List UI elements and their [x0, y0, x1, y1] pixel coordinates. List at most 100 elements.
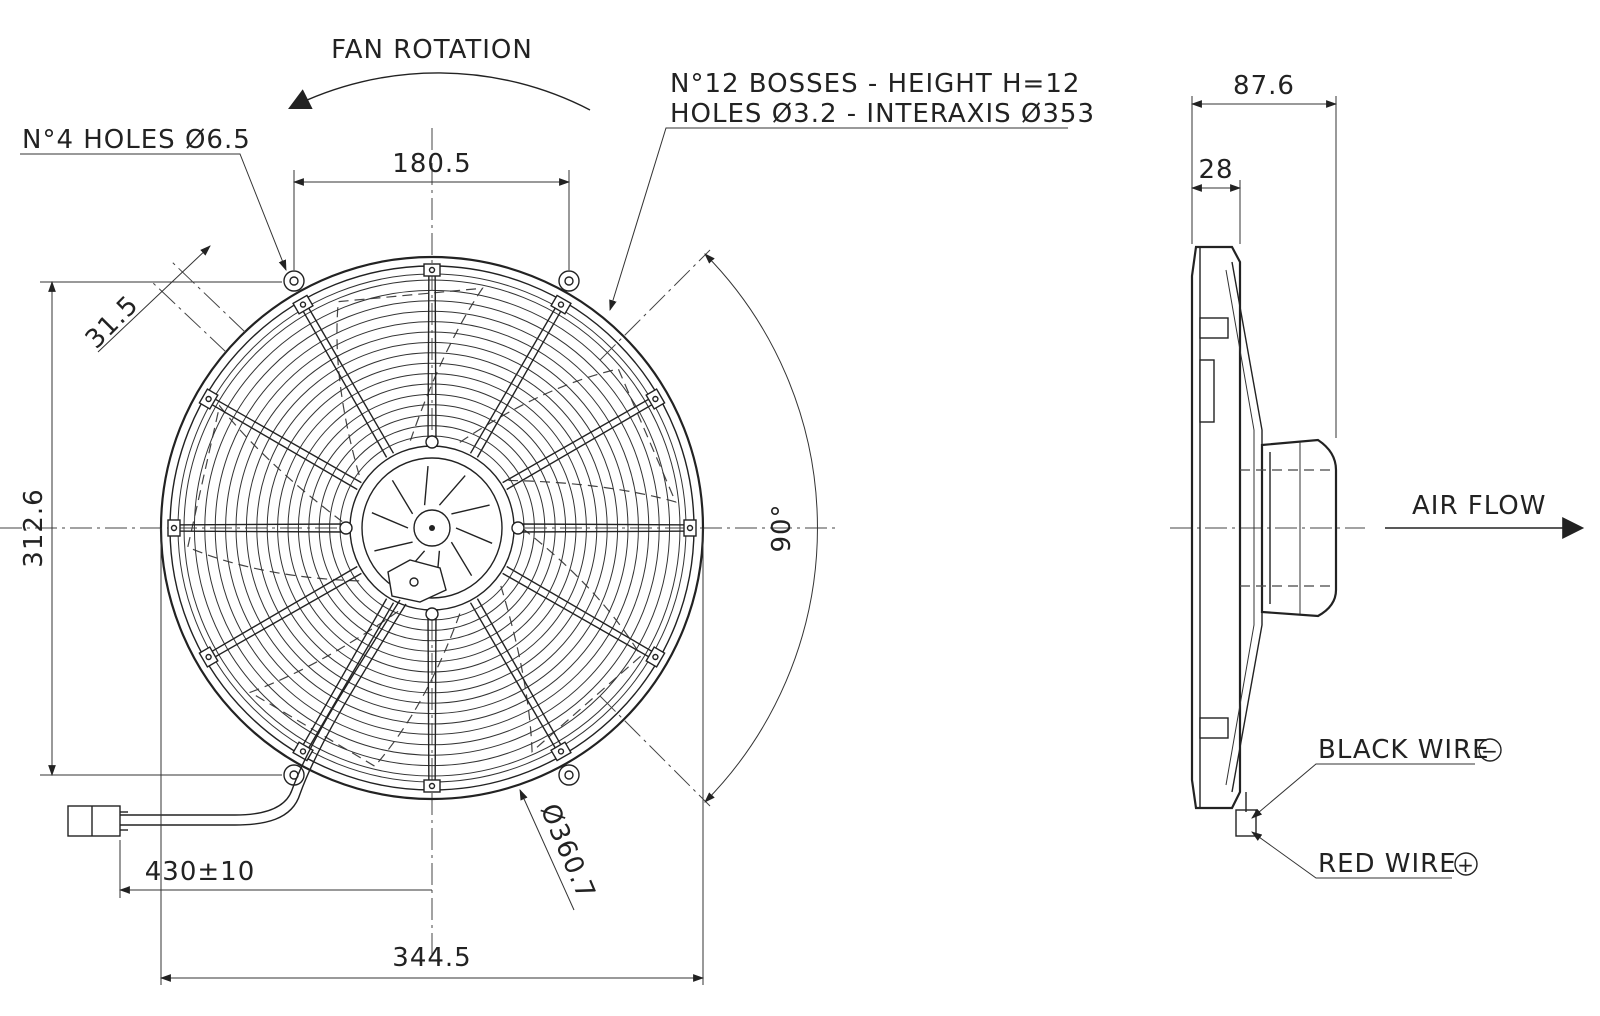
- guard-spoke: [476, 598, 567, 754]
- holes-note: N°4 HOLES Ø6.5: [22, 125, 251, 155]
- guard-spoke: [434, 265, 437, 445]
- boss-hole: [557, 748, 565, 755]
- mounting-hole-top-right: [558, 270, 580, 292]
- dim-boss-offset: 31.5: [80, 290, 145, 355]
- boss-hole: [205, 395, 212, 403]
- mounting-boss: [683, 519, 697, 537]
- boss-hole: [205, 653, 212, 661]
- red-wire-label: RED WIRE: [1318, 849, 1457, 879]
- bosses-note-line2: HOLES Ø3.2 - INTERAXIS Ø353: [670, 99, 1095, 129]
- connector-housing: [387, 559, 447, 603]
- boss-hole: [428, 782, 436, 790]
- guard-spoke: [502, 393, 658, 484]
- guard-spoke: [502, 572, 658, 663]
- dim-depth: 87.6: [1233, 71, 1295, 101]
- guard-ring: [329, 425, 535, 631]
- offset-centerline: [171, 261, 246, 333]
- guard-spoke: [476, 302, 567, 458]
- guard-spoke: [206, 393, 362, 484]
- guard-spoke: [169, 530, 349, 533]
- cable-connector: [67, 805, 121, 837]
- fan-blade: [187, 404, 360, 582]
- connector-pin: [409, 577, 419, 587]
- bosses-note-line1: N°12 BOSSES - HEIGHT H=12: [670, 69, 1080, 99]
- guard-spoke: [469, 299, 561, 454]
- guard-spoke: [427, 611, 430, 791]
- guard-spoke: [506, 565, 661, 657]
- dim-width: 344.5: [392, 943, 471, 973]
- boss-hole: [652, 395, 659, 403]
- guard-spoke: [515, 523, 695, 526]
- side-boss-top: [1199, 317, 1229, 339]
- mounting-boss: [198, 388, 219, 410]
- motor-fin: [371, 512, 409, 529]
- cable-wire: [120, 599, 401, 816]
- fan-blade: [500, 527, 642, 753]
- guard-ring: [287, 383, 577, 673]
- boss-hole: [428, 266, 436, 274]
- mounting-bosses: [167, 263, 697, 793]
- mounting-hole-bore: [564, 276, 574, 286]
- boss-hole: [299, 748, 307, 755]
- dim-boss-offset-group: 31.5: [80, 245, 246, 355]
- power-cable: [67, 599, 407, 837]
- dim-angle: 90°: [767, 503, 797, 552]
- angle-centerline: [599, 249, 711, 361]
- fan-blade: [336, 287, 484, 476]
- angle-centerline: [599, 695, 711, 807]
- motor-fin: [374, 541, 413, 552]
- guard-ring: [225, 321, 639, 735]
- boss-hole: [686, 524, 694, 532]
- dim-diameter: Ø360.7: [534, 800, 601, 905]
- dim-frame-depth: 28: [1198, 155, 1233, 185]
- mounting-boss: [645, 388, 666, 410]
- leader-holes: [20, 153, 287, 272]
- dim-cable-length: 430±10: [145, 857, 256, 887]
- fan-rotation-label: FAN ROTATION: [331, 35, 533, 65]
- motor-bolt-top: [425, 435, 439, 449]
- guard-ring: [204, 300, 660, 756]
- mounting-boss: [645, 646, 666, 668]
- side-label-plate: [1199, 359, 1215, 423]
- mounting-boss: [550, 741, 572, 762]
- black-wire-polarity: −: [1481, 739, 1499, 763]
- guard-ring: [266, 362, 598, 694]
- motor-fin: [423, 466, 429, 506]
- mounting-boss: [292, 741, 314, 762]
- red-wire-polarity-symbol: [1454, 852, 1478, 876]
- guard-spoke: [434, 611, 437, 791]
- front-view: 180.5 312.6 344.5 430±10 Ø360.7 31.5 90°: [0, 35, 1095, 985]
- leader-black-wire: [1251, 763, 1475, 819]
- mounting-boss: [167, 519, 181, 537]
- guard-ring: [235, 331, 629, 725]
- mounting-hole-bore: [564, 770, 574, 780]
- guard-spoke: [515, 530, 695, 533]
- motor-fin: [391, 479, 414, 515]
- motor-shaft: [429, 525, 435, 531]
- red-wire-polarity: +: [1457, 853, 1475, 877]
- dim-line-boss-offset: [97, 245, 211, 353]
- boss-hole: [299, 301, 307, 308]
- guard-spoke: [203, 565, 358, 657]
- guard-ring: [297, 393, 567, 663]
- guard-ring: [256, 352, 608, 704]
- guard-spoke: [427, 265, 430, 445]
- guard-spoke: [303, 299, 395, 454]
- dim-angle-group: 90°: [599, 249, 818, 807]
- motor-bolt-left: [339, 521, 353, 535]
- mounting-hole-bore: [289, 276, 299, 286]
- guard-ring: [308, 404, 556, 652]
- mounting-boss: [198, 646, 219, 668]
- guard-spoke: [169, 523, 349, 526]
- dim-arc-angle: [704, 253, 818, 803]
- boss-hole: [170, 524, 178, 532]
- guard-spoke: [469, 602, 561, 757]
- motor-fin: [455, 527, 493, 544]
- fan-blade: [459, 368, 677, 503]
- leader-bosses: [609, 127, 1068, 312]
- dim-height: 312.6: [19, 488, 49, 567]
- mounting-hole-top-left: [283, 270, 305, 292]
- mounting-boss: [423, 263, 441, 277]
- mounting-boss: [292, 294, 314, 315]
